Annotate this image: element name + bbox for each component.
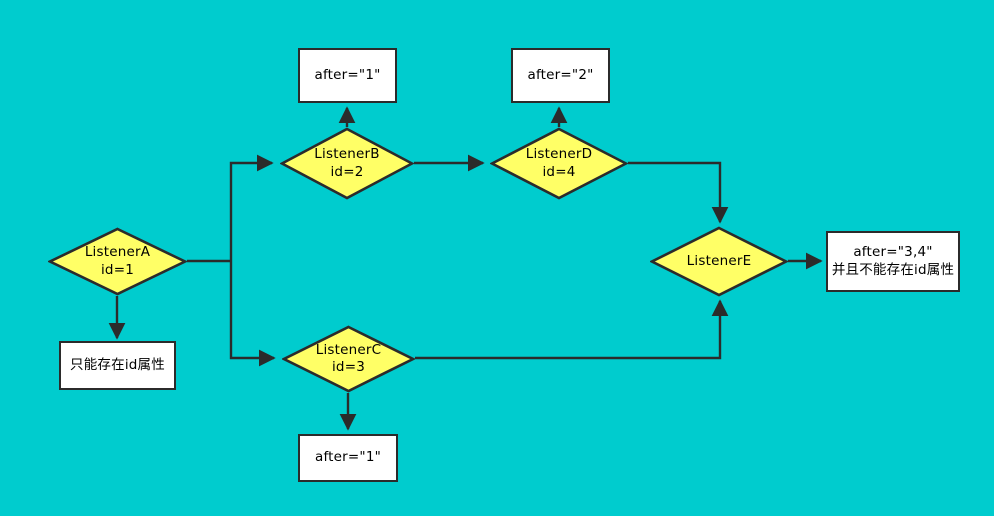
node-listener-b[interactable]: ListenerB id=2 [280,127,414,200]
edge-c-to-e [415,299,729,360]
diamond-shape [282,325,415,393]
edge-d-to-e [628,161,729,224]
edge-a-to-c [229,261,276,367]
note-listener-b-label: after="1" [314,66,381,83]
note-listener-e-label: after="3,4" 并且不能存在id属性 [831,243,955,278]
node-listener-c[interactable]: ListenerC id=3 [282,325,415,393]
node-listener-c-label: ListenerC id=3 [315,341,382,375]
diamond-shape [280,127,414,200]
diamond-shape [48,227,187,296]
node-listener-e-label: ListenerE [686,252,752,269]
node-listener-a-label: ListenerA id=1 [84,244,151,278]
note-listener-d-label: after="2" [527,66,594,83]
diamond-shape [490,127,628,200]
node-listener-a[interactable]: ListenerA id=1 [48,227,187,296]
note-listener-c: after="1" [298,434,398,482]
node-listener-d[interactable]: ListenerD id=4 [490,127,628,200]
note-listener-c-label: after="1" [314,449,382,466]
node-listener-e[interactable]: ListenerE [650,226,788,297]
note-listener-d: after="2" [511,48,610,103]
note-listener-e: after="3,4" 并且不能存在id属性 [826,231,960,292]
node-listener-b-label: ListenerB id=2 [314,146,380,180]
note-listener-a: 只能存在id属性 [59,341,176,390]
diamond-shape [650,226,788,297]
note-listener-a-label: 只能存在id属性 [70,356,165,373]
node-listener-d-label: ListenerD id=4 [525,146,593,180]
edge-a-to-b [229,154,274,261]
note-listener-b: after="1" [298,48,397,103]
